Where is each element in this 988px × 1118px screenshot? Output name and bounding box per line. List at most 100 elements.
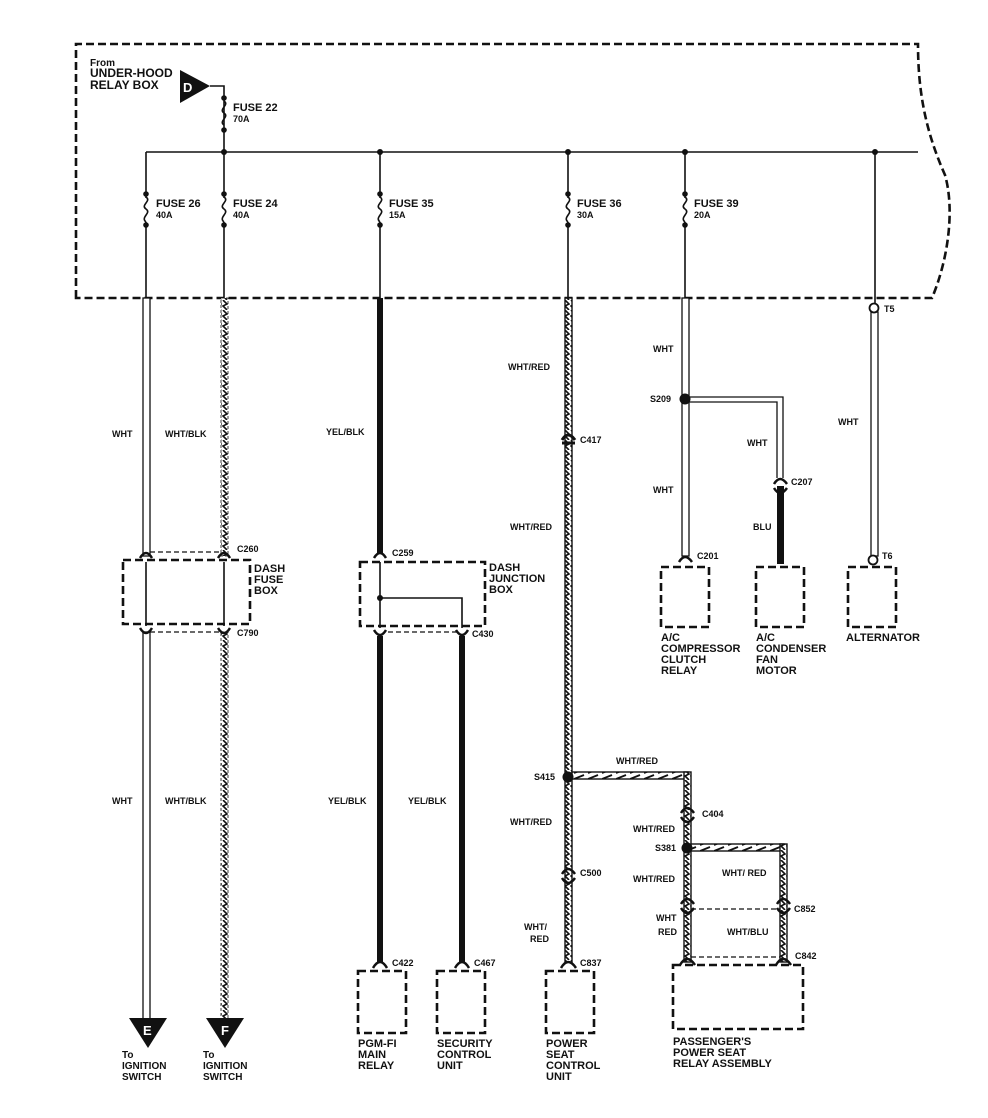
connector-c837: C837 xyxy=(580,958,602,968)
wire-label-wht-blk-upper: WHT/BLK xyxy=(165,429,207,439)
fuse-35-rating: 15A xyxy=(389,210,406,220)
terminal-e-to: To xyxy=(122,1050,133,1061)
wire-label-c852-left-2: RED xyxy=(658,927,678,937)
splice-s381: S381 xyxy=(655,843,676,853)
source-name-line1: UNDER-HOOD xyxy=(90,66,173,80)
terminal-t6-icon xyxy=(867,554,879,566)
wire-label-alt-wht: WHT xyxy=(838,417,859,427)
power-seat-label-1: POWER xyxy=(546,1038,588,1050)
fuse-39-rating: 20A xyxy=(694,210,711,220)
svg-text:E: E xyxy=(143,1023,152,1038)
wire-label-wht-red-1: WHT/RED xyxy=(508,362,550,372)
fuse-39-icon xyxy=(682,191,688,228)
wire-label-wht-blk-lower: WHT/BLK xyxy=(165,796,207,806)
connector-c422-icon xyxy=(371,960,389,969)
ac-condenser-label-3: FAN xyxy=(756,654,778,666)
connector-c207: C207 xyxy=(791,477,813,487)
fuse-35-name: FUSE 35 xyxy=(389,198,434,210)
wire-label-wht-26-upper: WHT xyxy=(112,429,133,439)
wire-label-s381-branch: WHT/ RED xyxy=(722,868,767,878)
ac-condenser-label-4: MOTOR xyxy=(756,665,797,677)
passenger-relay-label-3: RELAY ASSEMBLY xyxy=(673,1058,772,1070)
dash-fuse-box-line2: FUSE xyxy=(254,574,283,586)
terminal-t5: T5 xyxy=(884,304,895,314)
inline-connector-icons-39 xyxy=(677,477,789,563)
connector-c852: C852 xyxy=(794,904,816,914)
passenger-relay-label-2: POWER SEAT xyxy=(673,1047,746,1059)
connector-c430: C430 xyxy=(472,629,494,639)
splice-s415-dot xyxy=(562,771,574,783)
ac-compressor-label-1: A/C xyxy=(661,632,680,644)
terminal-e-icon: E xyxy=(129,1018,167,1048)
connector-c467: C467 xyxy=(474,958,496,968)
fuse-symbols xyxy=(143,191,688,228)
pgm-fi-label-1: PGM-FI xyxy=(358,1038,397,1050)
splice-s209: S209 xyxy=(650,394,671,404)
connector-c260: C260 xyxy=(237,544,259,554)
connector-symbols-fuse-box xyxy=(138,551,232,635)
dash-fuse-box-connector-lines xyxy=(150,551,221,633)
fuse-36-rating: 30A xyxy=(577,210,594,220)
wire-label-blu: BLU xyxy=(753,522,772,532)
fuse-24-rating: 40A xyxy=(233,210,250,220)
connector-c201: C201 xyxy=(697,551,719,561)
svg-text:F: F xyxy=(221,1023,229,1038)
ac-compressor-label-4: RELAY xyxy=(661,665,698,677)
wire-label-wht-39-lower: WHT xyxy=(653,485,674,495)
alternator-box xyxy=(846,565,898,629)
dash-junction-box-line2: JUNCTION xyxy=(489,573,545,585)
security-label-1: SECURITY xyxy=(437,1038,493,1050)
wire-label-wht-red-4a: WHT/ xyxy=(524,922,547,932)
wire-label-wht-39-branch: WHT xyxy=(747,438,768,448)
fuse-26-rating: 40A xyxy=(156,210,173,220)
security-control-unit-box xyxy=(435,969,487,1035)
wire-wht-red-fuse36 xyxy=(564,297,788,963)
wire-label-wht-red-2: WHT/RED xyxy=(510,522,552,532)
terminal-e-line2: SWITCH xyxy=(122,1072,161,1083)
from-label: From xyxy=(90,58,115,69)
wire-label-s415-branch: WHT/RED xyxy=(616,756,658,766)
wire-label-c404-lower: WHT/RED xyxy=(633,824,675,834)
connector-c842: C842 xyxy=(795,951,817,961)
fuse-24-icon xyxy=(221,191,227,228)
fuse-26-icon xyxy=(143,191,149,228)
wire-label-yel-blk-upper: YEL/BLK xyxy=(326,427,365,437)
alternator-label: ALTERNATOR xyxy=(846,632,920,644)
fuse-22 xyxy=(221,95,227,133)
passenger-power-seat-relay-box xyxy=(671,963,805,1031)
source-name-line2: RELAY BOX xyxy=(90,78,159,92)
fuse-36-name: FUSE 36 xyxy=(577,198,622,210)
connector-c404: C404 xyxy=(702,809,724,819)
power-seat-label-3: CONTROL xyxy=(546,1060,601,1072)
wire-label-yel-blk-pgm: YEL/BLK xyxy=(328,796,367,806)
connector-c500: C500 xyxy=(580,868,602,878)
dash-fuse-box-line3: BOX xyxy=(254,585,279,597)
dash-junction-box xyxy=(358,560,487,628)
pgm-fi-label-3: RELAY xyxy=(358,1060,395,1072)
pgm-fi-main-relay-box xyxy=(356,969,408,1035)
branch-wires-in-box xyxy=(145,152,876,304)
wire-label-c852-right: WHT/BLU xyxy=(727,927,769,937)
wire-wht-alternator xyxy=(870,311,879,557)
ac-condenser-label-1: A/C xyxy=(756,632,775,644)
svg-text:D: D xyxy=(183,80,192,95)
fuse-26-name: FUSE 26 xyxy=(156,198,201,210)
terminal-t6: T6 xyxy=(882,551,893,561)
feed-wire xyxy=(210,85,225,152)
connector-c259: C259 xyxy=(392,548,414,558)
wire-label-wht-red-3: WHT/RED xyxy=(510,817,552,827)
fuse-35-icon xyxy=(377,191,383,228)
terminal-e-line1: IGNITION xyxy=(122,1061,166,1072)
fuse-24-name: FUSE 24 xyxy=(233,198,279,210)
power-seat-label-4: UNIT xyxy=(546,1071,572,1083)
splice-s381-dot xyxy=(681,842,693,854)
terminal-t5-icon xyxy=(868,302,880,314)
ac-compressor-label-3: CLUTCH xyxy=(661,654,706,666)
wire-wht-blk-fuse24 xyxy=(220,297,229,1023)
dash-fuse-box xyxy=(121,558,252,626)
pgm-fi-label-2: MAIN xyxy=(358,1049,386,1061)
passenger-relay-label-1: PASSENGER'S xyxy=(673,1036,751,1048)
inline-connector-icons-36 xyxy=(559,433,793,969)
wire-label-wht-26-lower: WHT xyxy=(112,796,133,806)
